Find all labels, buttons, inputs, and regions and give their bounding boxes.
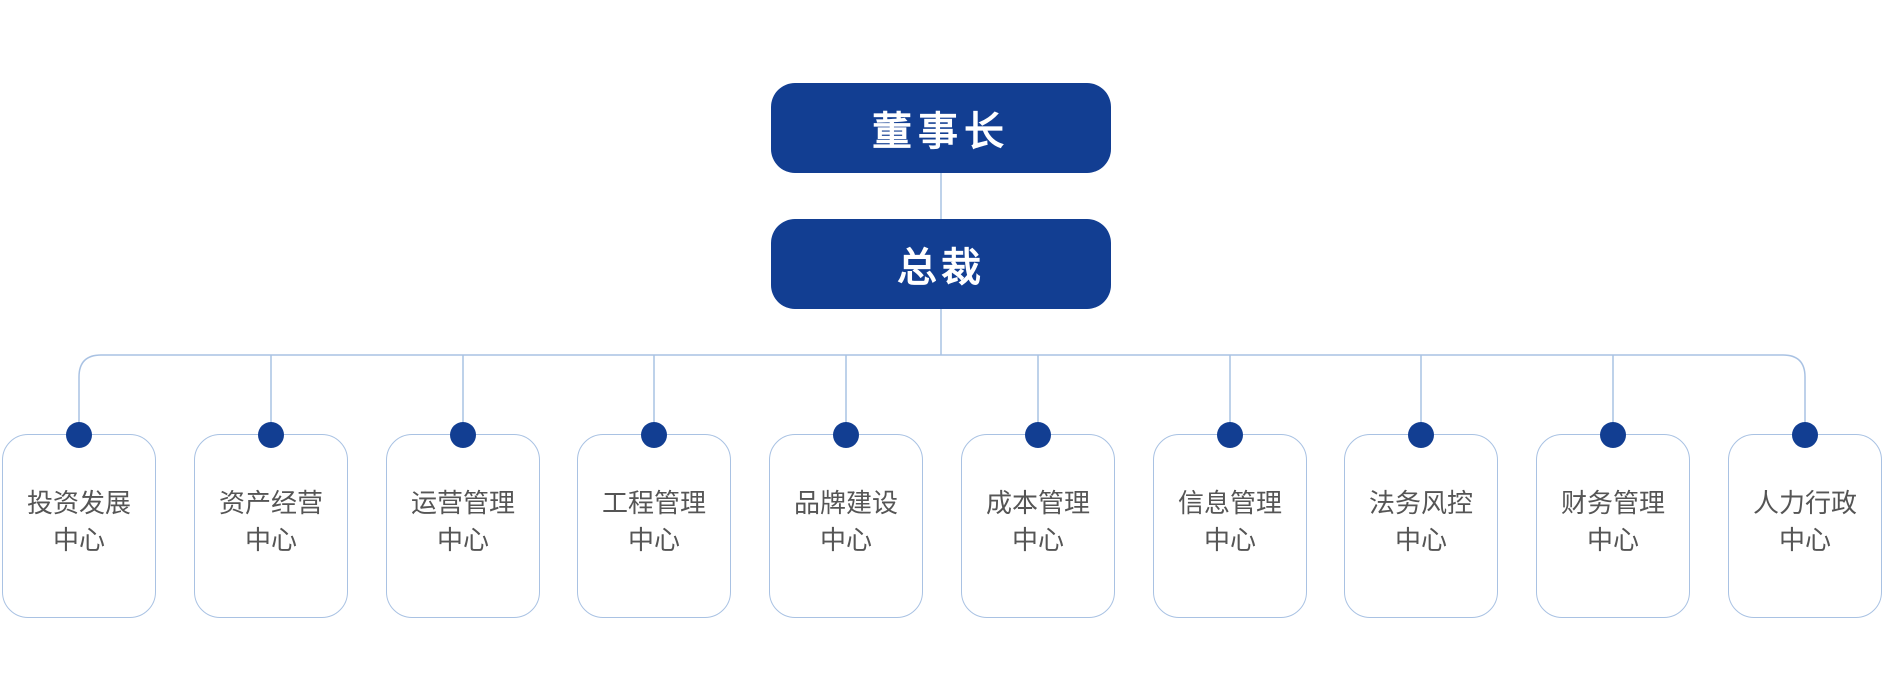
- connector-dot: [1792, 422, 1818, 448]
- department-card: 人力行政中心: [1728, 434, 1882, 618]
- department-name: 法务风控: [1368, 489, 1473, 519]
- connector-dot: [66, 422, 92, 448]
- department-suffix: 中心: [52, 526, 105, 556]
- department-name: 资产经营: [218, 489, 323, 519]
- connector-dot: [1408, 422, 1434, 448]
- president-node: 总裁: [771, 219, 1111, 309]
- connector-dot: [833, 422, 859, 448]
- department-name: 工程管理: [601, 489, 706, 519]
- department-card: 运营管理中心: [386, 434, 540, 618]
- department-suffix: 中心: [1203, 526, 1256, 556]
- department-card: 法务风控中心: [1344, 434, 1498, 618]
- department-suffix: 中心: [244, 526, 297, 556]
- department-card: 工程管理中心: [577, 434, 731, 618]
- department-row: 投资发展中心资产经营中心运营管理中心工程管理中心品牌建设中心成本管理中心信息管理…: [0, 434, 1882, 620]
- chairman-node: 董事长: [771, 83, 1111, 173]
- department-name: 人力行政: [1752, 489, 1857, 519]
- connector-dot: [1217, 422, 1243, 448]
- department-card: 投资发展中心: [2, 434, 156, 618]
- connector-dot: [1600, 422, 1626, 448]
- department-suffix: 中心: [819, 526, 872, 556]
- connector-dot: [641, 422, 667, 448]
- department-name: 投资发展: [26, 489, 131, 519]
- department-suffix: 中心: [1586, 526, 1639, 556]
- department-card: 品牌建设中心: [769, 434, 923, 618]
- connector-bus: [78, 354, 1806, 434]
- department-card: 成本管理中心: [961, 434, 1115, 618]
- department-suffix: 中心: [1394, 526, 1447, 556]
- department-name: 品牌建设: [793, 489, 898, 519]
- department-suffix: 中心: [1011, 526, 1064, 556]
- department-card: 财务管理中心: [1536, 434, 1690, 618]
- connector-dot: [258, 422, 284, 448]
- department-name: 信息管理: [1177, 489, 1282, 519]
- president-label: 总裁: [897, 245, 985, 291]
- department-card: 资产经营中心: [194, 434, 348, 618]
- department-suffix: 中心: [627, 526, 680, 556]
- department-card: 信息管理中心: [1153, 434, 1307, 618]
- connector-dot: [450, 422, 476, 448]
- department-name: 运营管理: [410, 489, 515, 519]
- department-name: 成本管理: [985, 489, 1090, 519]
- chairman-label: 董事长: [872, 109, 1010, 155]
- connector-dot: [1025, 422, 1051, 448]
- department-suffix: 中心: [436, 526, 489, 556]
- department-name: 财务管理: [1560, 489, 1665, 519]
- department-suffix: 中心: [1778, 526, 1831, 556]
